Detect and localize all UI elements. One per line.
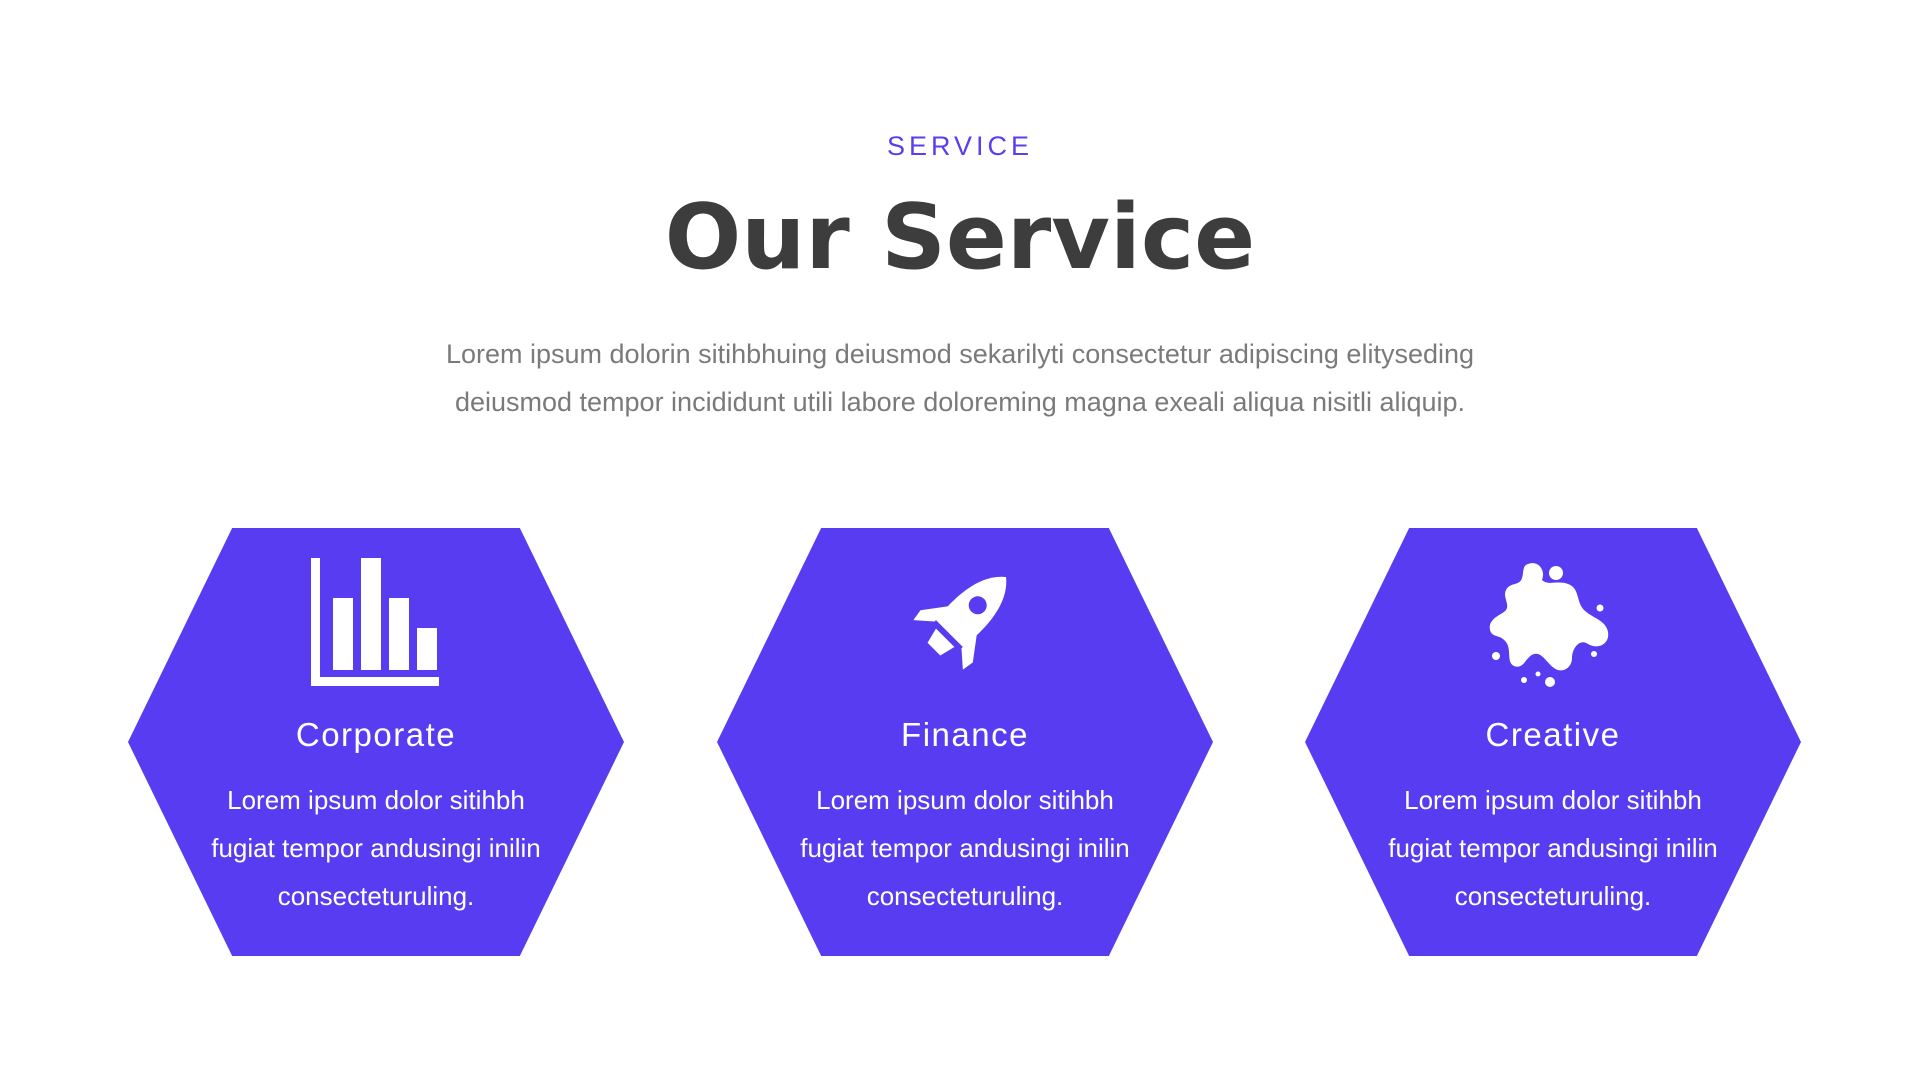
service-description: Lorem ipsum dolor sitihbh fugiat tempor … [800, 785, 1130, 911]
page-title: Our Service [664, 185, 1256, 290]
service-description: Lorem ipsum dolor sitihbh fugiat tempor … [211, 785, 541, 911]
service-card-creative: Creative Lorem ipsum dolor sitihbh fugia… [1305, 528, 1801, 956]
paint-splash-icon [1489, 563, 1609, 687]
service-description: Lorem ipsum dolor sitihbh fugiat tempor … [1388, 785, 1718, 911]
service-title: Finance [901, 716, 1029, 753]
service-title: Creative [1485, 716, 1621, 753]
bar-chart-icon [311, 558, 439, 686]
service-card-corporate: Corporate Lorem ipsum dolor sitihbh fugi… [128, 528, 624, 956]
service-title: Corporate [295, 716, 457, 753]
section-eyebrow: SERVICE [886, 131, 1034, 161]
service-card-finance: Finance Lorem ipsum dolor sitihbh fugiat… [717, 528, 1213, 956]
rocket-icon [913, 576, 1007, 670]
intro-paragraph: Lorem ipsum dolorin sitihbhuing deiusmod… [445, 339, 1475, 417]
